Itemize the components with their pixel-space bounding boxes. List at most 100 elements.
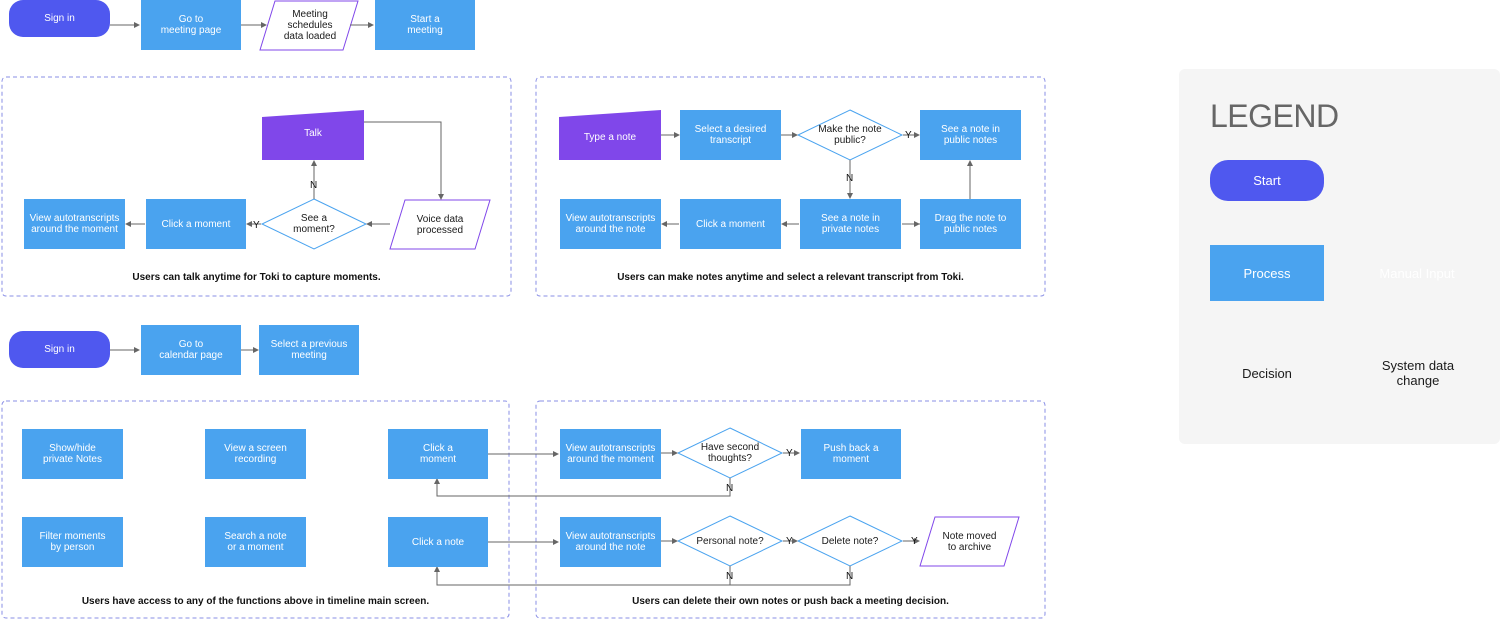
drag-note-public-label: Drag the note to public notes [934,213,1007,235]
see-note-public-label: See a note in public notes [941,124,1000,146]
click-a-moment-1: Click a moment [146,199,246,249]
edge-label-yes-delete: Y [911,536,918,547]
meeting-schedules-loaded: Meeting schedules data loaded [262,1,358,50]
edge-label-no-delete: N [846,571,854,582]
legend-manual-input: Manual Input [1360,245,1474,301]
note-moved-to-archive: Note moved to archive [920,517,1019,566]
group-timeline-caption: Users have access to any of the function… [81,596,430,607]
see-note-private-label: See a note in private notes [821,213,880,235]
click-a-note-label: Click a note [411,536,465,548]
group-talk-caption: Users can talk anytime for Toki to captu… [132,272,381,283]
click-a-moment-3: Click a moment [388,429,488,479]
push-back-moment-label: Push back a moment [823,443,879,465]
filter-moments-by-person: Filter moments by person [22,517,123,567]
talk-input: Talk [262,110,364,160]
make-note-public-decision: Make the note public? [798,110,902,160]
delete-note-label: Delete note? [821,535,879,547]
legend-title: LEGEND [1210,98,1339,134]
legend-process: Process [1210,245,1324,301]
view-autotranscripts-note-2-label: View autotranscripts around the note [565,531,656,553]
legend-process-label: Process [1243,265,1291,281]
view-autotranscripts-note-1-label: View autotranscripts around the note [565,213,656,235]
see-moment-shape [260,198,368,250]
group-timeline-border [1,400,510,619]
group-delete-border [535,400,1046,619]
group-talk-border [1,76,512,297]
view-autotranscripts-note-1: View autotranscripts around the note [560,199,661,249]
see-note-public: See a note in public notes [920,110,1021,160]
signin-start-2: Sign in [9,331,110,368]
show-hide-private-notes-label: Show/hide private Notes [43,443,102,465]
click-a-moment-2: Click a moment [680,199,781,249]
legend-decision-label: Decision [1242,365,1292,381]
edge-label-yes-moment: Y [253,220,260,231]
type-a-note-label: Type a note [583,131,637,143]
archive-shape [919,516,1020,567]
delete-note-decision: Delete note? [798,516,902,566]
personal-note-label: Personal note? [696,535,764,547]
view-autotranscripts-moment-2-label: View autotranscripts around the moment [565,443,656,465]
second-thoughts-decision: Have second thoughts? [678,428,782,478]
group-delete-caption: Users can delete their own notes or push… [632,596,949,607]
go-to-calendar-page-label: Go to calendar page [159,339,223,361]
edge-label-no-public: N [846,173,854,184]
edge-label-yes-second: Y [786,448,793,459]
see-a-moment-decision: See a moment? [262,199,366,249]
voice-data-processed: Voice data processed [390,200,490,249]
type-note-shape [559,110,661,160]
start-a-meeting-label: Start a meeting [407,14,443,36]
legend-start-label: Start [1253,173,1281,188]
edges [110,22,973,586]
select-previous-meeting-label: Select a previous meeting [270,339,348,361]
meeting-schedules-label: Meeting schedules data loaded [283,9,337,42]
click-a-moment-1-label: Click a moment [161,218,231,230]
drag-note-public: Drag the note to public notes [920,199,1021,249]
note-archive-label: Note moved to archive [942,530,997,553]
legend-manual-label: Manual Input [1379,265,1455,281]
personal-note-decision: Personal note? [678,516,782,566]
select-desired-transcript: Select a desired transcript [680,110,781,160]
click-a-moment-3-label: Click a moment [419,443,457,465]
legend-start: Start [1210,160,1324,201]
signin-label-1: Sign in [44,13,75,24]
view-autotranscripts-moment-1-label: View autotranscripts around the moment [29,213,120,235]
click-a-note: Click a note [388,517,488,567]
edge-label-no-personal: N [726,571,734,582]
push-back-moment: Push back a moment [801,429,901,479]
view-screen-recording-label: View a screen recording [224,443,287,465]
signin-start-1: Sign in [9,0,110,37]
see-a-moment-label: See a moment? [293,213,335,235]
view-screen-recording: View a screen recording [205,429,306,479]
signin-label-2: Sign in [44,344,75,355]
legend-system-label: System data change [1381,358,1455,388]
make-note-public-label: Make the note public? [818,124,882,146]
edge-label-no-talk: N [310,180,318,191]
legend-system-data-change: System data change [1362,345,1474,401]
type-a-note-input: Type a note [559,110,661,160]
talk-shape [262,110,364,160]
filter-moments-label: Filter moments by person [39,531,106,553]
select-previous-meeting: Select a previous meeting [259,325,359,375]
click-a-moment-2-label: Click a moment [696,218,765,230]
search-note-or-moment: Search a note or a moment [205,517,306,567]
voice-shape [389,199,491,250]
start-a-meeting: Start a meeting [375,0,475,50]
search-note-label: Search a note or a moment [224,531,287,553]
legend-decision: Decision [1209,345,1325,401]
go-to-calendar-page: Go to calendar page [141,325,241,375]
talk-label: Talk [304,128,322,139]
schedules-shape [259,0,359,51]
edge-label-no-second: N [726,483,734,494]
go-to-meeting-page-label: Go to meeting page [160,14,222,36]
show-hide-private-notes: Show/hide private Notes [22,429,123,479]
voice-data-label: Voice data processed [416,213,464,236]
view-autotranscripts-note-2: View autotranscripts around the note [560,517,661,567]
second-thoughts-label: Have second thoughts? [700,442,760,464]
edge-label-yes-personal: Y [786,536,793,547]
select-desired-transcript-label: Select a desired transcript [694,124,767,146]
view-autotranscripts-moment-1: View autotranscripts around the moment [24,199,125,249]
edge-label-yes-public: Y [905,130,912,141]
group-notes-caption: Users can make notes anytime and select … [617,272,964,283]
